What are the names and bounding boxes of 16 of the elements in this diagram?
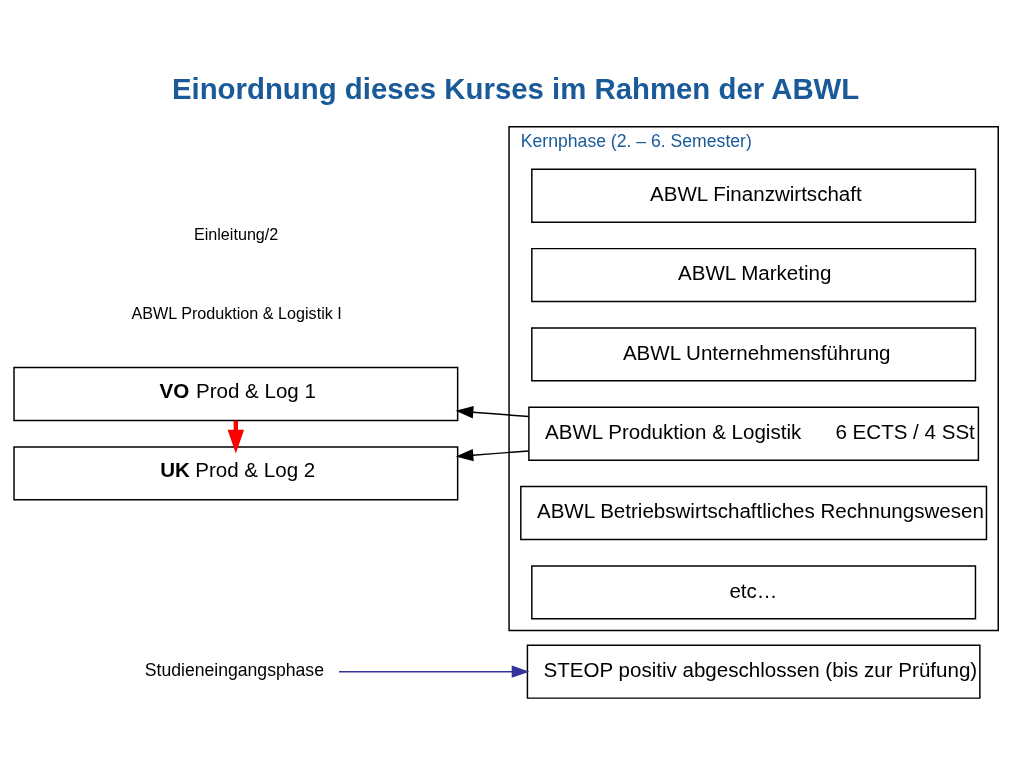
node-box: ABWL Unternehmensführung xyxy=(531,326,977,382)
arrow xyxy=(455,448,530,461)
node-box: ABWL Betriebswirtschaftliches Rechnungswesen xyxy=(520,485,988,540)
node-box: VO Prod & Log 1 xyxy=(13,366,459,421)
arrow xyxy=(338,665,530,678)
label: ABWL Produktion & Logistik I xyxy=(131,303,342,322)
node-box: ABWL Marketing xyxy=(531,247,977,302)
node-box: STEOP positiv abgeschlossen (bis zur Prüfung) xyxy=(526,644,981,699)
node-box: ABWL Produktion & Logistik 6 ECTS / 4 SSt xyxy=(528,406,980,461)
node-box: UK Prod & Log 2 xyxy=(13,445,459,501)
node-box: ABWL Finanzwirtschaft xyxy=(531,168,977,223)
node-text: Studieneingangsphase xyxy=(144,659,324,680)
arrow xyxy=(455,405,530,418)
node-box: etc… xyxy=(531,564,977,620)
diagram-title: Einordnung dieses Kurses im Rahmen der ABWL xyxy=(171,71,860,105)
label: Einleitung/2 xyxy=(193,224,279,243)
